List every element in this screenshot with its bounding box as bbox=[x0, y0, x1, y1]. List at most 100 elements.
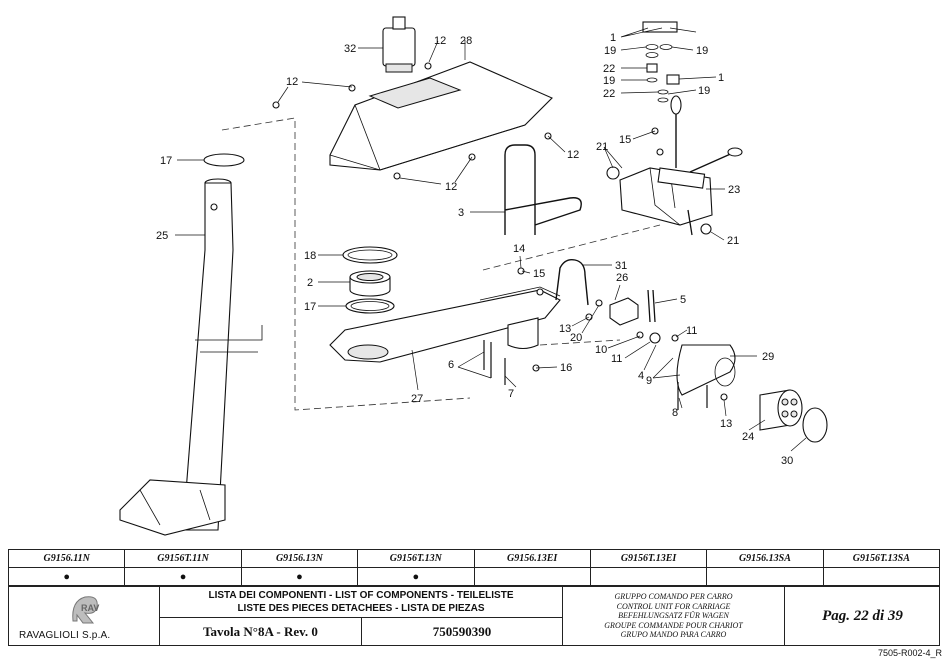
list-title-line-1: LISTA DEI COMPONENTI - LIST OF COMPONENT… bbox=[208, 590, 514, 601]
callout-label: 24 bbox=[742, 431, 754, 443]
callout-label: 32 bbox=[344, 43, 356, 55]
model-cell: G9156.11N bbox=[7, 549, 126, 568]
callout-label: 15 bbox=[619, 134, 631, 146]
callout-label: 17 bbox=[304, 301, 316, 313]
callout-label: 12 bbox=[286, 76, 298, 88]
model-mark: ● bbox=[240, 567, 359, 586]
part-code: 750590390 bbox=[432, 624, 492, 639]
part-32-switch bbox=[382, 16, 416, 73]
callout-label: 17 bbox=[160, 155, 172, 167]
model-cell: G9156.13SA bbox=[706, 549, 824, 568]
document-reference: 7505-R002-4_R bbox=[877, 648, 942, 658]
part-26-bracket bbox=[609, 297, 639, 326]
model-cell: G9156T.13SA bbox=[822, 549, 941, 568]
callout-label: 2 bbox=[307, 277, 313, 289]
callout-label: 30 bbox=[781, 455, 793, 467]
callout-label: 13 bbox=[720, 418, 732, 430]
model-mark bbox=[589, 567, 708, 586]
group-line: BEFEHLUNGSATZ FÜR WAGEN bbox=[618, 611, 729, 620]
model-cell: G9156T.11N bbox=[124, 549, 242, 568]
callout-label: 22 bbox=[603, 88, 615, 100]
callout-label: 5 bbox=[680, 294, 686, 306]
callout-label: 10 bbox=[595, 344, 607, 356]
part-3-handle bbox=[504, 144, 582, 235]
callout-label: 29 bbox=[762, 351, 774, 363]
callout-label: 6 bbox=[448, 359, 454, 371]
callout-label: 3 bbox=[458, 207, 464, 219]
callout-label: 13 bbox=[559, 323, 571, 335]
part-21-knob bbox=[700, 223, 712, 235]
model-cell: G9156.13EI bbox=[473, 549, 591, 568]
part-30-cap bbox=[802, 407, 828, 443]
callout-label: 28 bbox=[460, 35, 472, 47]
callout-label: 19 bbox=[696, 45, 708, 57]
info-row: RAV RAVAGLIOLI S.p.A. LISTA DEI COMPONEN… bbox=[8, 586, 940, 646]
callout-label: 31 bbox=[615, 260, 627, 272]
title-block: G9156.11N G9156T.11N G9156.13N G9156T.13… bbox=[7, 549, 941, 647]
page-number: Pag. 22 di 39 bbox=[822, 608, 903, 624]
part-5-pin bbox=[647, 289, 656, 323]
callout-label: 21 bbox=[727, 235, 739, 247]
part-31-bracket bbox=[555, 258, 589, 306]
callout-label: 22 bbox=[603, 63, 615, 75]
model-cell: G9156.13N bbox=[240, 549, 359, 568]
callout-label: 8 bbox=[672, 407, 678, 419]
company-logo: RAV bbox=[72, 596, 99, 624]
table-number: Tavola N°8A - Rev. 0 bbox=[160, 618, 362, 646]
fittings-1-19-22 bbox=[642, 21, 680, 103]
callout-label: 9 bbox=[646, 375, 652, 387]
part-2-bushing bbox=[349, 270, 391, 297]
svg-text:RAV: RAV bbox=[81, 603, 99, 613]
group-line: GROUPE COMMANDE POUR CHARIOT bbox=[604, 620, 743, 630]
callout-label: 1 bbox=[718, 72, 724, 84]
model-mark: ● bbox=[357, 567, 475, 586]
callout-label: 21 bbox=[596, 141, 608, 153]
callout-label: 4 bbox=[638, 370, 644, 382]
callout-label: 1 bbox=[610, 32, 616, 44]
exploded-parts-diagram: 3212281217251212318217141531265132010111… bbox=[119, 16, 828, 536]
callout-label: 19 bbox=[698, 85, 710, 97]
part-28-cover bbox=[329, 61, 553, 171]
model-cell: G9156T.13EI bbox=[589, 549, 708, 568]
group-line: GRUPPO COMANDO PER CARRO bbox=[614, 592, 733, 601]
callout-label: 12 bbox=[567, 149, 579, 161]
part-25-column bbox=[119, 153, 263, 536]
leader-lines bbox=[175, 27, 807, 452]
model-mark: ● bbox=[7, 567, 126, 586]
model-cell: G9156T.13N bbox=[357, 549, 475, 568]
group-line: GRUPO MANDO PARA CARRO bbox=[620, 630, 727, 639]
group-description: GRUPPO COMANDO PER CARRO CONTROL UNIT FO… bbox=[563, 587, 785, 645]
list-title: LISTA DEI COMPONENTI - LIST OF COMPONENT… bbox=[160, 589, 562, 615]
callout-label: 12 bbox=[434, 35, 446, 47]
part-21-knob bbox=[606, 166, 620, 180]
part-18-ring bbox=[342, 246, 398, 264]
table-ref-row: Tavola N°8A - Rev. 0 750590390 bbox=[160, 617, 562, 646]
callout-label: 26 bbox=[616, 272, 628, 284]
part-17-ring bbox=[345, 298, 395, 314]
part-24-filter bbox=[759, 389, 803, 431]
callout-label: 7 bbox=[508, 388, 514, 400]
company-name: RAVAGLIOLI S.p.A. bbox=[19, 630, 111, 641]
logo-cell: RAV RAVAGLIOLI S.p.A. bbox=[9, 587, 160, 645]
model-mark bbox=[706, 567, 824, 586]
models-table: G9156.11N G9156T.11N G9156.13N G9156T.13… bbox=[7, 549, 941, 586]
group-line: CONTROL UNIT FOR CARRIAGE bbox=[616, 601, 731, 611]
callout-label: 19 bbox=[604, 45, 616, 57]
models-header-row: G9156.11N G9156T.11N G9156.13N G9156T.13… bbox=[7, 549, 941, 568]
callout-label: 18 bbox=[304, 250, 316, 262]
assembly-dashed-line bbox=[482, 224, 661, 271]
assembly-dashed-line bbox=[221, 117, 471, 411]
models-marks-row: ● ● ● ● bbox=[7, 567, 941, 586]
part-27-base-plate bbox=[329, 286, 561, 363]
callout-label: 16 bbox=[560, 362, 572, 374]
callout-label: 23 bbox=[728, 184, 740, 196]
model-mark: ● bbox=[124, 567, 242, 586]
part-23-control-valve bbox=[619, 95, 743, 236]
assembly-dashed-line bbox=[539, 339, 621, 346]
part-29-housing bbox=[676, 344, 736, 396]
callout-label: 19 bbox=[603, 75, 615, 87]
callout-label: 20 bbox=[570, 332, 582, 344]
callout-label: 11 bbox=[686, 325, 697, 337]
callout-label: 25 bbox=[156, 230, 168, 242]
